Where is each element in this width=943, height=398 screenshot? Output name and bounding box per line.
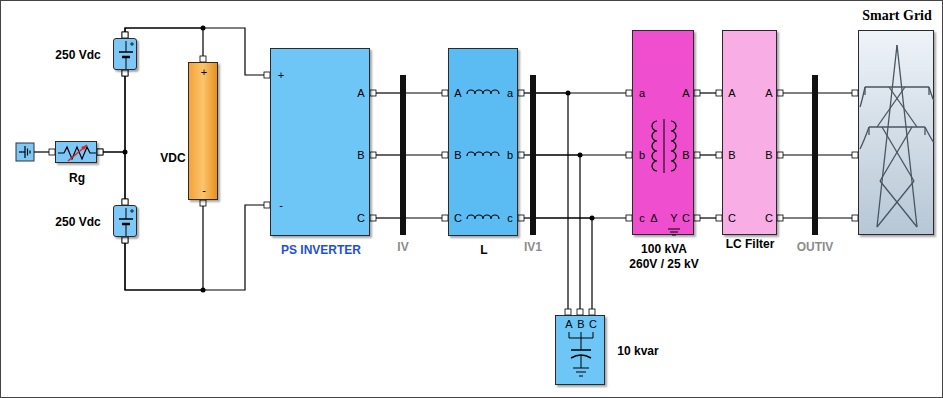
port-square: [370, 90, 376, 96]
port-label: a: [507, 87, 513, 100]
block-label: LC Filter: [726, 237, 775, 251]
resistor-label: Rg: [69, 171, 85, 185]
port-label: B: [682, 149, 689, 162]
transformer-block: 100 kVA 260V / 25 kVabcABCΔY: [632, 30, 694, 235]
port-square: [777, 215, 783, 221]
block-label: VDC: [160, 151, 185, 165]
bus-label: OUTIV: [797, 240, 834, 254]
block-icon: [633, 31, 695, 236]
block-label: L: [480, 243, 487, 257]
bus-label: IV1: [524, 240, 542, 254]
ground-symbol: [16, 143, 55, 161]
port-label: c: [639, 212, 645, 225]
port-square: [97, 149, 103, 155]
port-label: B: [357, 149, 364, 162]
port-square: [122, 237, 128, 243]
bus-bar: IV: [400, 75, 406, 235]
lc-filter-block: LC FilterABCABC: [722, 30, 777, 235]
voltage-measurement-block: VDC+-: [188, 62, 218, 200]
battery-label: 250 Vdc: [55, 48, 100, 62]
port-label: C: [728, 212, 736, 225]
block-icon: [859, 31, 935, 236]
port-square: [122, 70, 128, 76]
port-square: [370, 152, 376, 158]
block-icon: [114, 39, 138, 71]
wire: [536, 155, 580, 315]
port-square: [370, 215, 376, 221]
port-label: A: [682, 87, 689, 100]
battery-label: 250 Vdc: [55, 215, 100, 229]
port-label: +: [278, 69, 284, 82]
capacitor-bank-block: 10 kvarABC: [555, 315, 605, 385]
wire: [97, 152, 125, 205]
inverter-block: PS INVERTER+-ABC: [270, 48, 370, 236]
port-label: A: [357, 87, 364, 100]
port-label: -: [279, 199, 283, 212]
port-square: [518, 152, 524, 158]
inductor-block: LABCabc: [448, 48, 518, 236]
port-square: [694, 152, 700, 158]
port-label: C: [682, 212, 690, 225]
bus-bar: IV1: [530, 75, 536, 235]
port-square: [777, 90, 783, 96]
port-label: A: [454, 87, 461, 100]
bus-label: IV: [397, 240, 408, 254]
wire: [97, 70, 125, 152]
resistor-block: Rg: [55, 141, 97, 163]
port-label: C: [589, 318, 597, 331]
battery-block: 250 Vdc: [113, 205, 137, 237]
junction-dots: [123, 26, 595, 293]
port-square: [122, 237, 128, 243]
port-label: C: [454, 212, 462, 225]
block-icon: [114, 206, 138, 238]
grid-block: Smart Grid: [858, 30, 934, 235]
port-label: +: [201, 66, 207, 79]
block-label: 10 kvar: [617, 344, 658, 358]
port-label: b: [639, 149, 645, 162]
port-label: A: [565, 318, 572, 331]
block-label: 100 kVA 260V / 25 kV: [626, 242, 702, 272]
port-label: b: [507, 149, 513, 162]
block-icon: [449, 49, 519, 237]
block-label: PS INVERTER: [281, 243, 361, 257]
port-square: [97, 149, 103, 155]
port-label: A: [728, 87, 735, 100]
block-title: Smart Grid: [862, 8, 932, 25]
wire: [124, 70, 125, 205]
port-square: [518, 215, 524, 221]
block-icon: [56, 142, 98, 164]
port-square: [122, 70, 128, 76]
port-label: C: [357, 212, 365, 225]
port-square: [777, 152, 783, 158]
port-label: a: [639, 87, 645, 100]
port-label: c: [507, 212, 513, 225]
wire: [125, 205, 270, 290]
port-label: B: [765, 149, 772, 162]
port-label: B: [577, 318, 584, 331]
port-label: A: [765, 87, 772, 100]
port-square: [694, 90, 700, 96]
port-label: C: [765, 212, 773, 225]
winding-symbol: Δ: [650, 212, 657, 225]
wire: [536, 93, 568, 315]
wire: [536, 218, 592, 315]
winding-symbol: Y: [670, 212, 677, 225]
port-label: B: [454, 149, 461, 162]
port-label: B: [728, 149, 735, 162]
port-square: [518, 90, 524, 96]
port-square: [694, 215, 700, 221]
bus-bar: OUTIV: [812, 75, 818, 235]
battery-block: 250 Vdc: [113, 38, 137, 70]
port-square: [200, 200, 206, 206]
port-label: -: [202, 184, 206, 197]
